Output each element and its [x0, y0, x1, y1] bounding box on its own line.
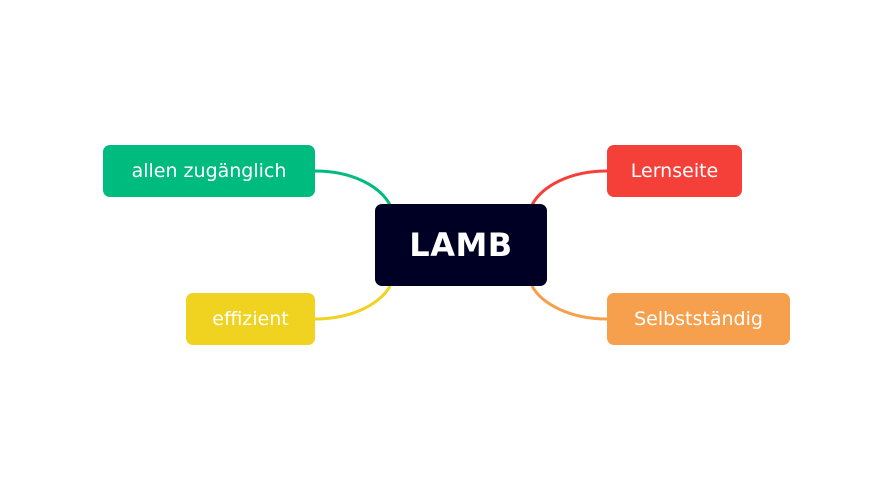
branch-label: Selbstständig [634, 308, 763, 330]
branch-node-allen-zugaenglich[interactable]: allen zugänglich [103, 145, 315, 197]
connector-allen-zugaenglich [314, 169, 392, 206]
connector-lernseite [530, 169, 608, 206]
branch-node-lernseite[interactable]: Lernseite [607, 145, 742, 197]
branch-node-selbststaendig[interactable]: Selbstständig [607, 293, 790, 345]
central-topic-node[interactable]: LAMB [375, 204, 547, 286]
branch-label: Lernseite [630, 160, 719, 182]
connector-effizient [314, 285, 392, 321]
branch-node-effizient[interactable]: effizient [186, 293, 315, 345]
connector-selbststaendig [530, 285, 608, 321]
branch-label: effizient [212, 308, 289, 330]
central-topic-label: LAMB [409, 226, 513, 264]
branch-label: allen zugänglich [131, 160, 287, 182]
